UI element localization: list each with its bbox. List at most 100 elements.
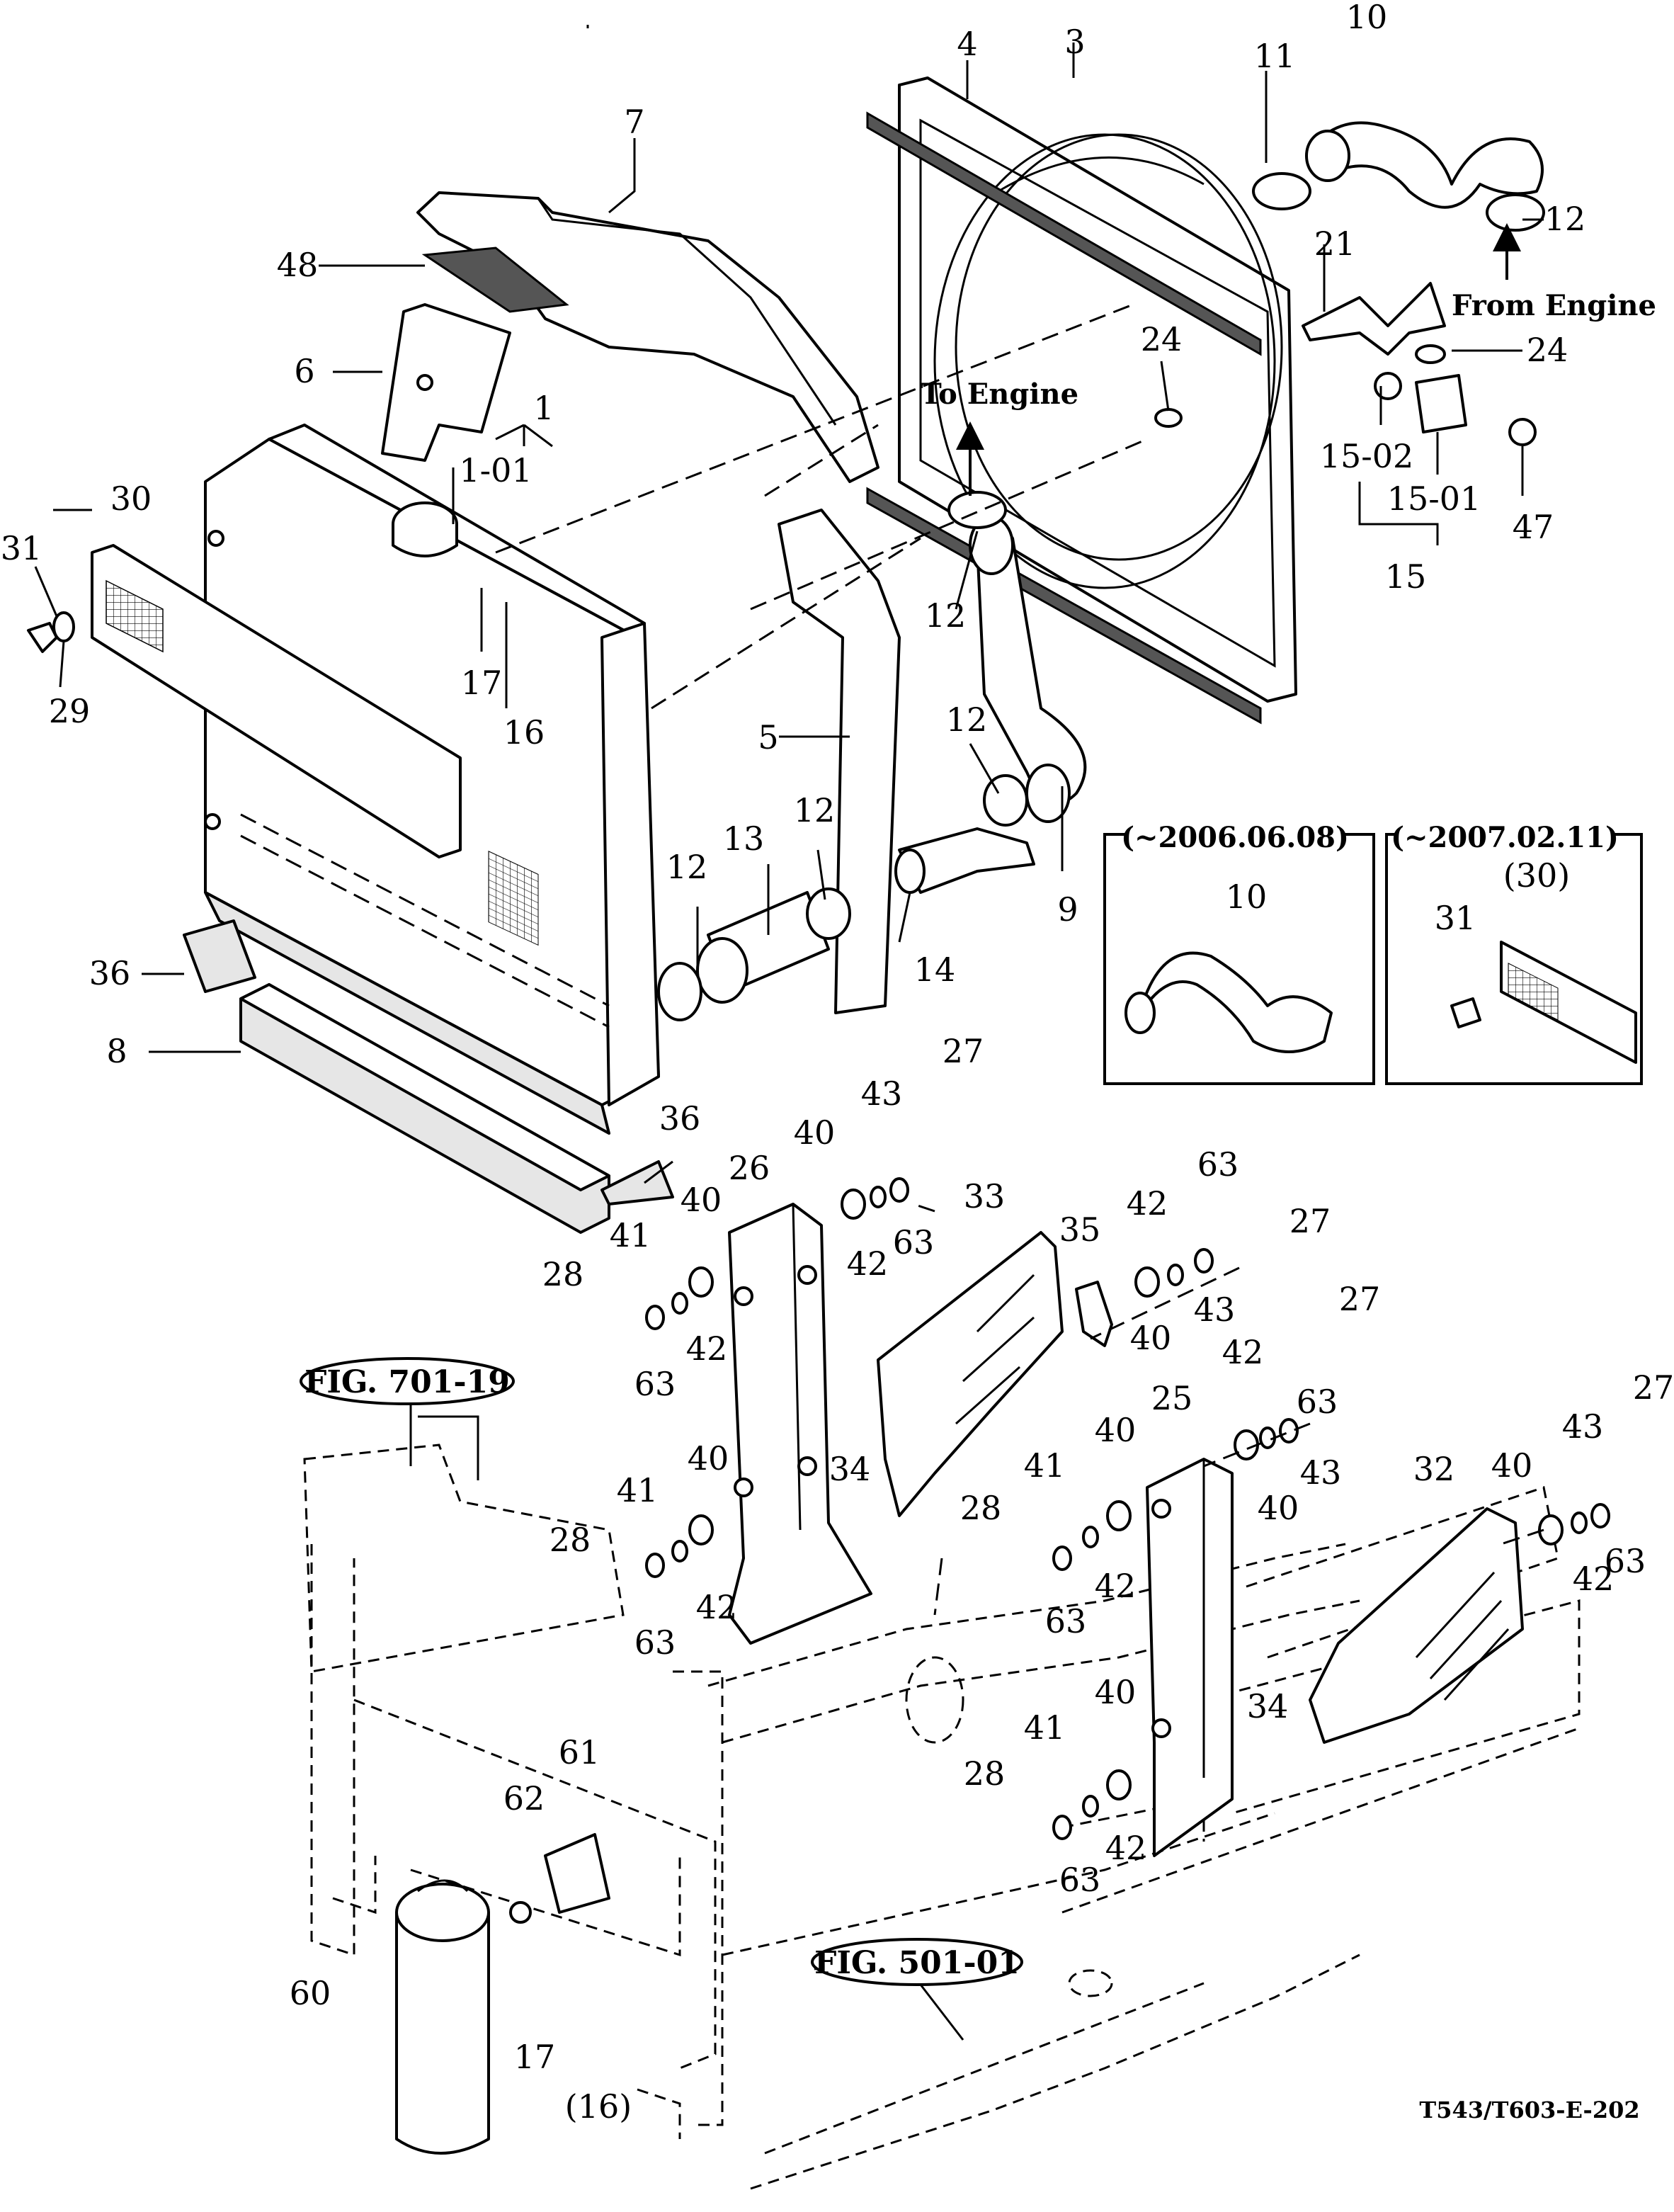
callout-7: 7 [624, 103, 644, 141]
callout-26: 26 [729, 1149, 770, 1187]
callout-28d: 28 [964, 1754, 1006, 1793]
inset-right: (~2007.02.11) (30) 31 [1385, 820, 1643, 1085]
fig-ref-701-19: FIG. 701-19 [300, 1357, 515, 1466]
callout-17: 17 [461, 664, 503, 702]
callout-30: 30 [110, 480, 152, 518]
callout-27d: 27 [1633, 1368, 1674, 1407]
callout-43a: 43 [861, 1074, 903, 1113]
callout-28c: 28 [960, 1489, 1002, 1527]
callout-31: 31 [1, 529, 42, 567]
callout-24a: 24 [1141, 320, 1183, 358]
callout-12d: 12 [794, 791, 836, 829]
part-14-hose [894, 827, 1035, 894]
part-21-pipe [1302, 282, 1446, 356]
callout-63d: 63 [1197, 1145, 1239, 1184]
fastener-set [645, 1177, 1610, 1840]
callout-32: 32 [1413, 1450, 1455, 1488]
inset-right-part: 31 [1435, 899, 1476, 937]
callout-17b: 17 [514, 2038, 556, 2076]
callout-1: 1 [533, 389, 554, 427]
callout-42c: 42 [696, 1588, 738, 1626]
callout-63g: 63 [1059, 1861, 1101, 1899]
part-25-bracket [1146, 1458, 1234, 1857]
callout-27c: 27 [1339, 1280, 1381, 1318]
callout-42g: 42 [1105, 1829, 1147, 1867]
callout-48: 48 [277, 246, 319, 284]
callout-41c: 41 [1024, 1446, 1066, 1485]
callout-34a: 34 [829, 1450, 871, 1488]
callout-5: 5 [758, 718, 778, 756]
callout-63f: 63 [1045, 1602, 1087, 1640]
callout-13: 13 [723, 819, 765, 858]
fig-ref-501-01-label: FIG. 501-01 [814, 1945, 1020, 1981]
callout-25: 25 [1151, 1379, 1193, 1417]
fig-ref-501-01: FIG. 501-01 [811, 1938, 1023, 2041]
alignment-lines [495, 303, 1544, 1616]
callout-12a: 12 [1544, 200, 1586, 238]
callout-35: 35 [1059, 1210, 1101, 1249]
callout-6: 6 [294, 352, 314, 390]
callout-15: 15 [1385, 557, 1427, 596]
callout-63e: 63 [1297, 1383, 1338, 1421]
callout-numbers: 1 1-01 3 4 5 6 7 8 9 10 11 12 12 12 12 1… [1, 0, 1674, 2126]
callout-21: 21 [1314, 225, 1356, 263]
callout-42e: 42 [1222, 1333, 1264, 1371]
callout-63h: 63 [1605, 1542, 1646, 1580]
part-26-bracket [728, 1203, 872, 1645]
reference-frame [303, 1444, 1581, 2190]
callout-63b: 63 [634, 1365, 676, 1403]
callout-33: 33 [964, 1177, 1006, 1215]
callout-28a: 28 [542, 1255, 584, 1293]
part-61-bracket [544, 1833, 610, 1914]
inset-right-title: (~2007.02.11) [1391, 821, 1619, 854]
callout-42h: 42 [1573, 1560, 1615, 1598]
part-30-grille [91, 544, 462, 858]
part-1-01-radiator-cap [392, 501, 458, 557]
leader-lines [34, 25, 1544, 1480]
callout-42f: 42 [1095, 1567, 1137, 1605]
part-36-pad [183, 919, 674, 1206]
part-5-side-plate [778, 509, 901, 1014]
callout-34b: 34 [1247, 1687, 1289, 1725]
flow-arrows [956, 223, 1521, 496]
part-3-fan-shroud [866, 76, 1297, 725]
inset-left-part: 10 [1226, 878, 1268, 916]
callout-43d: 43 [1562, 1407, 1604, 1446]
callout-42d: 42 [1127, 1184, 1168, 1223]
part-62-bolt [509, 1901, 532, 1924]
callout-62: 62 [503, 1779, 545, 1817]
part-33-cover [877, 1231, 1064, 1517]
callout-40e: 40 [1258, 1489, 1299, 1527]
callout-40g: 40 [1095, 1673, 1137, 1711]
part-9-lower-hose [969, 516, 1087, 823]
part-15-valve [1374, 372, 1537, 446]
callout-16b: (16) [565, 2087, 632, 2126]
callout-61: 61 [559, 1733, 600, 1771]
callout-40h: 40 [1491, 1446, 1533, 1485]
label-from-engine: From Engine [1452, 289, 1656, 322]
inset-right-ref: (30) [1503, 856, 1570, 895]
part-60-filter [395, 1879, 490, 2155]
callout-40f: 40 [1095, 1411, 1137, 1449]
callout-3: 3 [1064, 23, 1085, 61]
callout-11: 11 [1254, 37, 1296, 75]
callout-10: 10 [1346, 0, 1388, 36]
part-6-side-guide [381, 303, 511, 462]
callout-8: 8 [106, 1032, 127, 1070]
part-35-clip [1075, 1281, 1113, 1347]
fig-ref-701-19-label: FIG. 701-19 [304, 1364, 510, 1400]
callout-36b: 36 [659, 1099, 701, 1138]
callout-27a: 27 [943, 1032, 984, 1070]
callout-40c: 40 [688, 1439, 729, 1477]
inset-left-title: (~2006.06.08) [1121, 821, 1349, 854]
part-32-cover [1309, 1507, 1524, 1744]
callout-41a: 41 [610, 1216, 651, 1254]
callout-41d: 41 [1024, 1708, 1066, 1747]
part-13-hose [696, 891, 830, 1004]
callout-24b: 24 [1527, 331, 1568, 369]
callout-27b: 27 [1289, 1202, 1331, 1240]
callout-12e: 12 [666, 848, 708, 886]
callout-40a: 40 [794, 1113, 836, 1152]
callout-12b: 12 [925, 596, 967, 635]
